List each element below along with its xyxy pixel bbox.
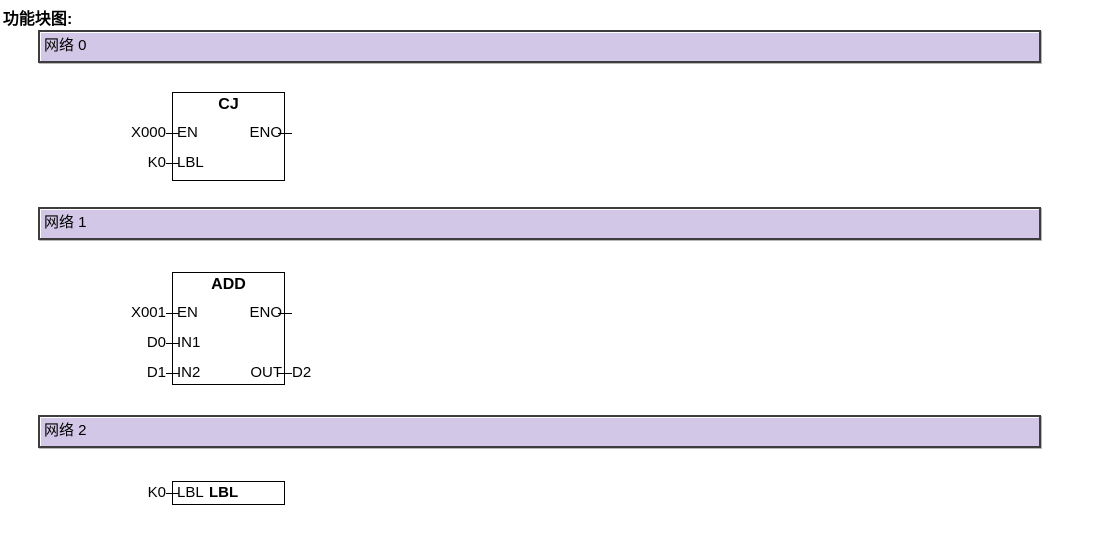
network-banner-1[interactable]: 网络 1 — [38, 207, 1041, 240]
function-block-add[interactable]: ADD X001 EN ENO D0 IN1 D1 IN2 OUT D2 — [131, 272, 311, 385]
operand-x000: X000 — [130, 123, 166, 141]
function-block-cj[interactable]: CJ X000 EN ENO K0 LBL — [131, 92, 292, 181]
network-banner-0[interactable]: 网络 0 — [38, 30, 1041, 63]
operand-d1: D1 — [146, 363, 166, 381]
pin-eno: ENO — [249, 303, 282, 321]
network-2-label: 网络 2 — [44, 422, 87, 439]
operand-d2: D2 — [292, 363, 312, 381]
operand-x001: X001 — [130, 303, 166, 321]
connection-stub — [278, 372, 292, 374]
pin-out: OUT — [250, 363, 282, 381]
pin-lbl: LBL — [177, 153, 204, 171]
operand-k0: K0 — [147, 483, 166, 501]
network-banner-2[interactable]: 网络 2 — [38, 415, 1041, 448]
connection-stub — [166, 162, 179, 164]
network-1-label: 网络 1 — [44, 214, 87, 231]
block-title-lbl: LBL — [209, 483, 239, 501]
page-title: 功能块图: — [3, 11, 73, 28]
connection-stub — [166, 492, 179, 494]
pin-eno: ENO — [249, 123, 282, 141]
pin-in2: IN2 — [177, 363, 201, 381]
block-title-add: ADD — [211, 276, 246, 293]
pin-en: EN — [177, 123, 198, 141]
connection-stub — [278, 132, 292, 134]
pin-in1: IN1 — [177, 333, 201, 351]
pin-en: EN — [177, 303, 198, 321]
connection-stub — [166, 312, 179, 314]
connection-stub — [166, 372, 179, 374]
block-title-cj: CJ — [218, 96, 239, 113]
operand-d0: D0 — [146, 333, 166, 351]
pin-lbl: LBL — [177, 483, 204, 501]
network-0-label: 网络 0 — [44, 37, 87, 54]
connection-stub — [166, 342, 179, 344]
connection-stub — [166, 132, 179, 134]
connection-stub — [278, 312, 292, 314]
operand-k0: K0 — [147, 153, 166, 171]
function-block-lbl[interactable]: K0 LBL LBL — [148, 481, 285, 505]
